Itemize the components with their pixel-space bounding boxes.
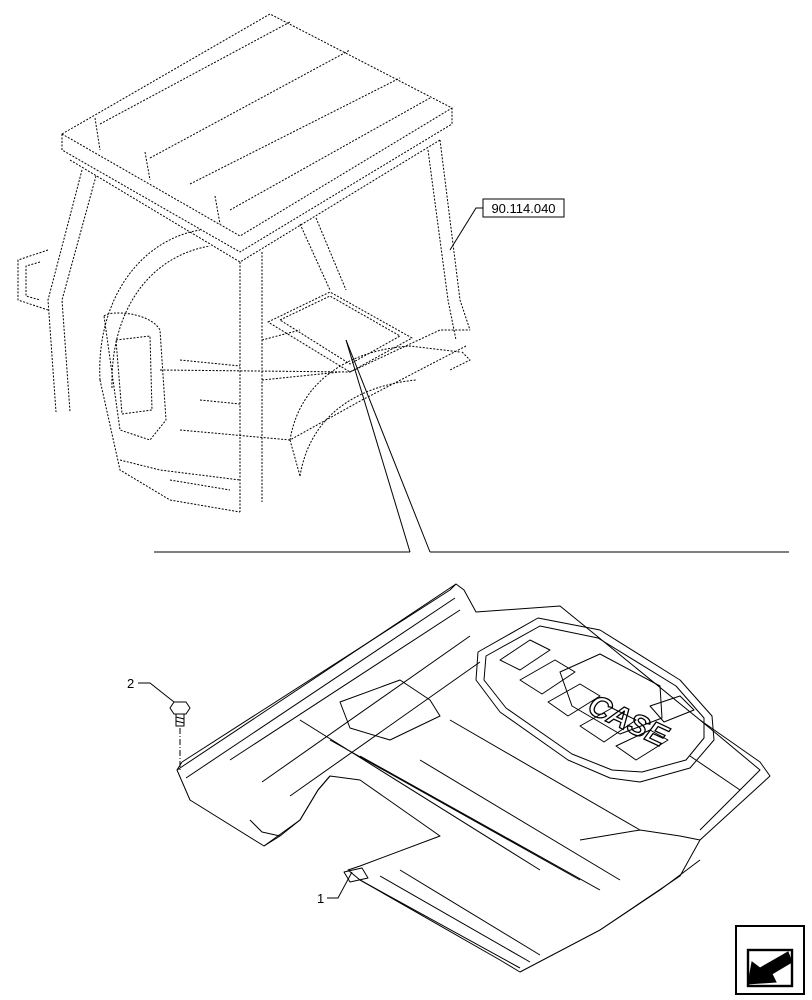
callout-2-number: 2 — [127, 676, 134, 691]
reference-label-text: 90.114.040 — [491, 201, 555, 216]
reference-leader-line — [449, 207, 483, 251]
callout-1-leader — [327, 871, 353, 899]
bolt-part — [169, 701, 191, 727]
callout-1[interactable]: 1 — [317, 871, 353, 906]
callout-1-number: 1 — [317, 891, 324, 906]
cab-frame-assembly — [17, 13, 471, 513]
callout-2[interactable]: 2 — [127, 676, 175, 703]
callout-2-leader — [138, 682, 175, 703]
floor-mat — [176, 583, 771, 973]
previous-page-arrow-icon[interactable] — [735, 925, 805, 995]
brand-mark: CASE — [583, 688, 673, 754]
reference-label[interactable]: 90.114.040 — [482, 198, 565, 218]
detail-zoom-lines — [154, 339, 789, 553]
